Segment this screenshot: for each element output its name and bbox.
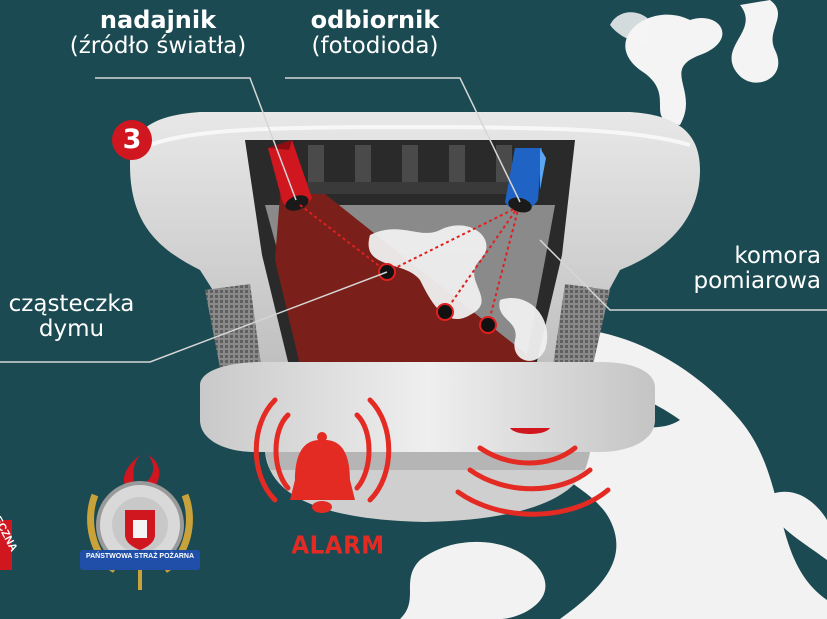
alarm-label: ALARM (288, 532, 388, 560)
receiver-title: odbiornik (290, 8, 460, 34)
particle-label: cząsteczka dymu (4, 292, 139, 342)
fire-service-logo (80, 455, 200, 590)
chamber-line1: komora (671, 244, 821, 269)
logo-text: PAŃSTWOWA STRAŻ POŻARNA (80, 553, 200, 560)
chamber-label: komora pomiarowa (671, 244, 821, 294)
particle-line2: dymu (4, 317, 139, 342)
step-number-badge: 3 (112, 120, 152, 160)
emitter-title: nadajnik (58, 8, 258, 34)
emitter-subtitle: (źródło światła) (58, 34, 258, 59)
particle-line1: cząsteczka (4, 292, 139, 317)
detector-base (200, 362, 655, 522)
receiver-subtitle: (fotodioda) (290, 34, 460, 59)
smoke-cloud-top (610, 0, 778, 125)
emitter-label: nadajnik (źródło światła) (58, 8, 258, 59)
chamber-line2: pomiarowa (671, 269, 821, 294)
receiver-label: odbiornik (fotodioda) (290, 8, 460, 59)
